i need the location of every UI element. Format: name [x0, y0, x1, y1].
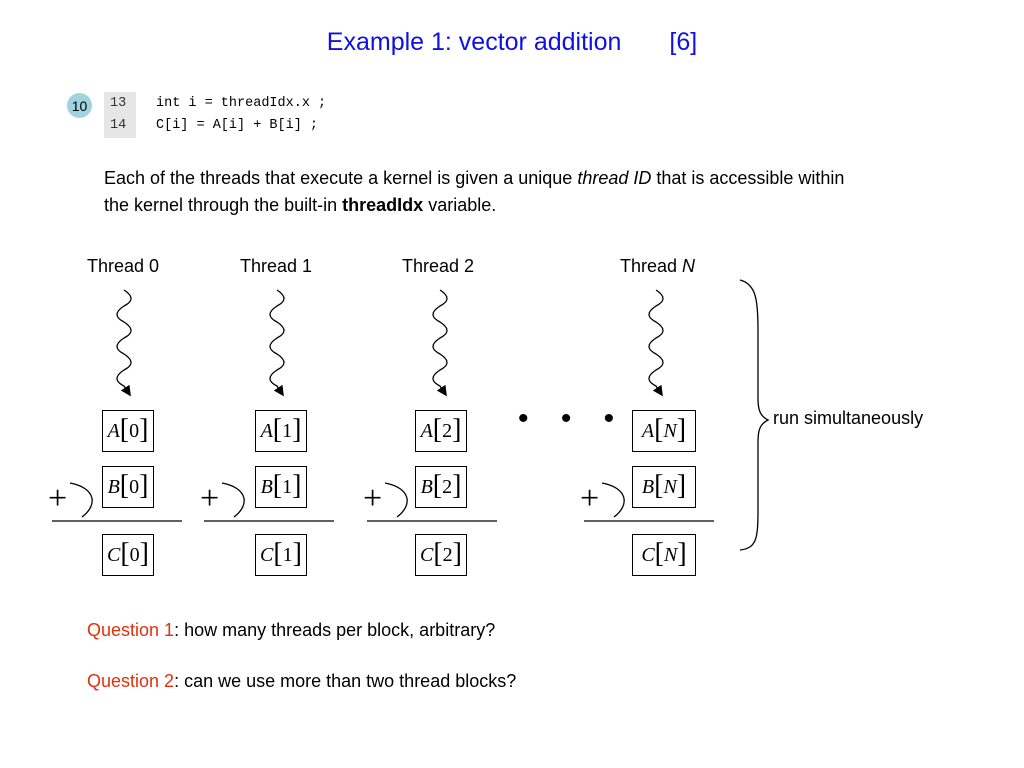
slide-number-badge: 10	[67, 93, 92, 118]
vector-c-element: C[2]	[415, 534, 467, 576]
code-line: 13 int i = threadIdx.x ;	[104, 94, 326, 114]
vector-b-element: B[0]	[102, 466, 154, 508]
wavy-arrow	[116, 289, 132, 397]
wavy-arrow	[269, 289, 285, 397]
thread-label: Thread 1	[240, 256, 313, 276]
paragraph-text: that is accessible within the kernel thr…	[104, 168, 845, 215]
thread-label: Thread 2	[402, 256, 475, 276]
wavy-arrow	[648, 289, 664, 397]
question-1: Question 1: how many threads per block, …	[87, 620, 495, 641]
question-label: Question 1	[87, 620, 175, 640]
vector-a-element: A[1]	[255, 410, 307, 452]
plus-curve	[384, 482, 408, 518]
paragraph-text: variable.	[423, 195, 497, 215]
plus-sign: +	[200, 480, 220, 517]
slide-title: Example 1: vector addition [6]	[0, 28, 1024, 57]
plus-sign: +	[580, 480, 600, 517]
thread-label-text: Thread	[620, 256, 683, 276]
vector-c-element: C[N]	[632, 534, 696, 576]
plus-curve	[601, 482, 625, 518]
paragraph-keyword: threadIdx	[342, 195, 424, 215]
ellipsis-dots: • • •	[518, 402, 627, 435]
paragraph-emphasis: thread ID	[577, 168, 652, 188]
vector-c-element: C[0]	[102, 534, 154, 576]
vector-a-element: A[N]	[632, 410, 696, 452]
plus-curve	[69, 482, 93, 518]
brace	[739, 279, 770, 551]
run-simultaneously-label: run simultaneously	[773, 408, 924, 428]
line-number-gutter	[104, 92, 136, 138]
question-text: : how many threads per block, arbitrary?	[174, 620, 496, 640]
vector-a-element: A[2]	[415, 410, 467, 452]
title-reference: [6]	[669, 28, 698, 56]
question-label: Question 2	[87, 671, 175, 691]
vector-c-element: C[1]	[255, 534, 307, 576]
line-number: 14	[110, 118, 127, 133]
wavy-arrow	[432, 289, 448, 397]
code-text: int i = threadIdx.x ;	[156, 96, 327, 111]
question-2: Question 2: can we use more than two thr…	[87, 671, 516, 692]
plus-curve	[221, 482, 245, 518]
title-text: Example 1: vector addition	[326, 28, 622, 56]
vector-b-element: B[1]	[255, 466, 307, 508]
question-text: : can we use more than two thread blocks…	[174, 671, 517, 691]
thread-label: Thread 0	[87, 256, 160, 276]
paragraph-text: Each of the threads that execute a kerne…	[104, 168, 578, 188]
vector-b-element: B[N]	[632, 466, 696, 508]
thread-label: Thread N	[620, 256, 695, 277]
description-paragraph: Each of the threads that execute a kerne…	[104, 165, 864, 219]
code-line: 14 C[i] = A[i] + B[i] ;	[104, 116, 318, 136]
plus-sign: +	[48, 480, 68, 517]
line-number: 13	[110, 96, 127, 111]
plus-sign: +	[363, 480, 383, 517]
vector-b-element: B[2]	[415, 466, 467, 508]
code-snippet: 13 int i = threadIdx.x ; 14 C[i] = A[i] + …	[104, 92, 394, 138]
vector-a-element: A[0]	[102, 410, 154, 452]
code-text: C[i] = A[i] + B[i] ;	[156, 118, 319, 133]
thread-label-n: N	[682, 256, 696, 276]
